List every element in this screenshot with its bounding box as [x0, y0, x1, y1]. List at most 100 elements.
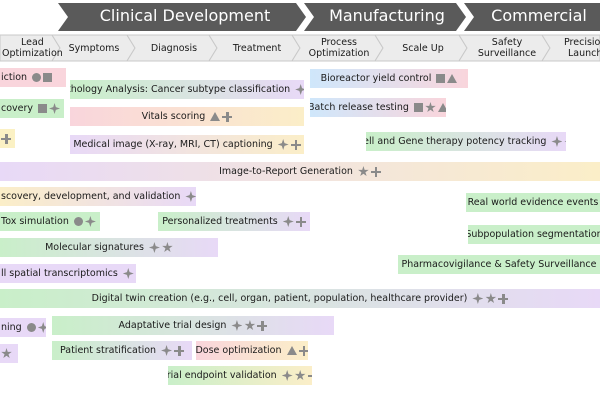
use-case-label: Personalized treatments	[162, 216, 278, 227]
use-case-icons	[472, 293, 509, 304]
use-case-bar: Digital twin creation (e.g., cell, organ…	[0, 289, 600, 308]
star-icon	[244, 320, 256, 331]
use-case-icons	[26, 322, 46, 333]
use-case-icons	[231, 320, 268, 331]
cross-icon	[370, 166, 381, 177]
circle-icon	[32, 73, 42, 82]
use-case-bar: Real world evidence events	[466, 193, 600, 212]
use-case-label: Molecular signatures	[45, 242, 144, 253]
use-case-label: Trial endpoint validation	[168, 370, 277, 381]
cross-icon	[498, 293, 509, 304]
use-case-icons	[1, 133, 11, 144]
triangle-icon	[447, 74, 458, 83]
use-case-icons	[210, 111, 233, 122]
use-case-icons	[148, 242, 173, 253]
use-case-bar: Cell and Gene therapy potency tracking	[366, 132, 566, 151]
use-case-label: Cell and Gene therapy potency tracking	[366, 136, 547, 147]
cross-icon	[257, 320, 268, 331]
use-case-label: Batch release testing	[310, 102, 409, 113]
sparkle-icon	[564, 136, 566, 147]
stage-label-symptoms: Symptoms	[68, 42, 120, 54]
cross-icon	[295, 216, 306, 227]
use-case-icons	[282, 216, 306, 227]
use-case-bar: Molecular signatures	[0, 238, 218, 257]
use-case-icons	[1, 348, 12, 359]
sparkle-icon	[231, 320, 243, 331]
phase-arrow-clinical	[58, 3, 306, 31]
use-case-icons	[281, 370, 312, 381]
star-icon	[1, 348, 12, 359]
use-case-icons	[73, 216, 96, 227]
star-icon	[358, 166, 369, 177]
square-icon	[436, 74, 446, 83]
phase-label-commercial: Commercial	[491, 6, 587, 25]
use-case-bar	[0, 344, 18, 363]
use-case-label: ll spatial transcriptomics	[1, 268, 118, 279]
use-case-bar: Trial endpoint validation	[168, 366, 312, 385]
use-case-icons	[286, 345, 308, 356]
use-case-bar: Dose optimization	[196, 341, 308, 360]
use-case-label: Patient stratification	[59, 345, 157, 356]
cross-icon	[290, 139, 301, 150]
use-case-label: Dose optimization	[196, 345, 282, 356]
circle-icon	[73, 217, 83, 226]
use-case-bar: Batch release testing	[310, 98, 446, 117]
use-case-label: covery	[1, 103, 34, 114]
use-case-icons	[358, 166, 381, 177]
stage-label-treatment: Treatment	[232, 42, 282, 54]
sparkle-icon	[122, 268, 134, 279]
star-icon	[485, 293, 497, 304]
use-case-icons	[436, 74, 458, 83]
use-case-bar: Pharmacovigilance & Safety Surveillance	[398, 255, 600, 274]
use-case-bar: covery	[0, 99, 64, 118]
use-case-bar: Patient stratification	[52, 341, 192, 360]
use-case-label: Bioreactor yield control	[320, 73, 432, 84]
use-case-bar: Tox simulation	[0, 212, 100, 231]
sparkle-icon	[161, 345, 173, 356]
use-case-label: Medical image (X-ray, MRI, CT) captionin…	[73, 139, 273, 150]
stage-arrows	[0, 34, 600, 62]
star-icon	[162, 242, 173, 253]
triangle-icon	[286, 346, 297, 355]
use-case-bar: ning	[0, 318, 46, 337]
sparkle-icon	[49, 103, 61, 114]
sparkle-icon	[281, 370, 293, 381]
use-case-icons	[413, 102, 446, 113]
cross-icon	[222, 111, 233, 122]
sparkle-icon	[472, 293, 484, 304]
circle-icon	[26, 323, 36, 332]
use-case-label: iction	[1, 72, 28, 83]
star-icon	[425, 102, 436, 113]
use-case-icons	[295, 84, 304, 95]
phase-label-manufacturing: Manufacturing	[329, 6, 445, 25]
square-icon	[43, 73, 53, 82]
phase-arrows	[58, 3, 600, 31]
sparkle-icon	[551, 136, 563, 147]
stage-label-diagnosis: Diagnosis	[150, 42, 198, 54]
use-case-label: Adaptative trial design	[118, 320, 227, 331]
stage-label-process-optimization: Process Optimization	[308, 37, 370, 59]
use-case-bar: Adaptative trial design	[52, 316, 334, 335]
use-case-label: Pathology Analysis: Cancer subtype class…	[70, 84, 291, 95]
cross-icon	[298, 345, 308, 356]
sparkle-icon	[148, 242, 160, 253]
use-case-bar	[0, 129, 15, 148]
use-case-icons	[277, 139, 301, 150]
use-case-label: Digital twin creation (e.g., cell, organ…	[91, 293, 468, 304]
stage-header: Lead Optimization Symptoms Diagnosis Tre…	[0, 34, 600, 62]
cross-icon	[174, 345, 185, 356]
triangle-icon	[210, 112, 221, 121]
use-case-label: Vitals scoring	[141, 111, 206, 122]
stage-label-lead-optimization: Lead Optimization	[2, 37, 63, 59]
sparkle-icon	[185, 191, 196, 202]
triangle-icon	[437, 103, 446, 112]
phase-label-clinical: Clinical Development	[99, 6, 271, 25]
sparkle-icon	[37, 322, 46, 333]
stage-label-precision-launch: Precision Launch	[564, 37, 600, 59]
use-case-label: Subpopulation segmentation	[468, 229, 600, 240]
stage-arrow-7	[541, 34, 600, 62]
use-case-bar: Vitals scoring	[70, 107, 304, 126]
use-case-label: Pharmacovigilance & Safety Surveillance	[401, 259, 597, 270]
use-case-label: scovery, development, and validation	[1, 191, 181, 202]
stage-label-scale-up: Scale Up	[402, 42, 444, 54]
